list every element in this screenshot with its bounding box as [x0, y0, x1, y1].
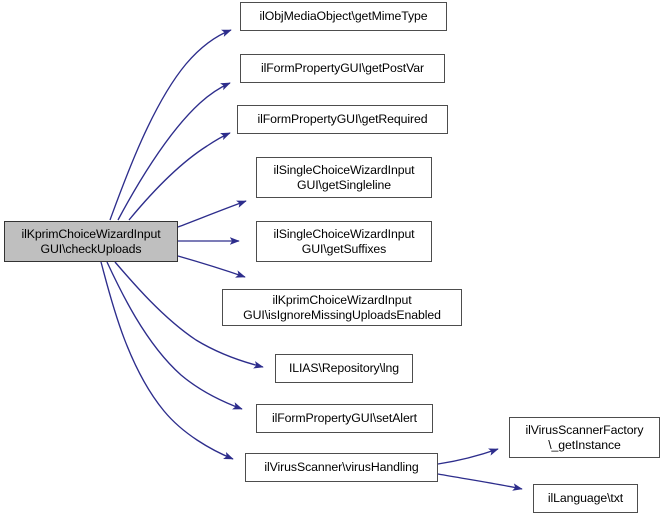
- call-edge-root-to-n4: [177, 200, 247, 228]
- callee-node-ilias-repository-lng[interactable]: ILIAS\Repository\lng: [275, 354, 413, 383]
- callee-node-ilformpropertygui-setalert[interactable]: ilFormPropertyGUI\setAlert: [256, 404, 433, 433]
- root-node-ilkprimchoicewizardinput-gui-checkuploads[interactable]: ilKprimChoiceWizardInput GUI\checkUpload…: [4, 221, 178, 262]
- node-label: ilFormPropertyGUI\setAlert: [272, 411, 417, 426]
- call-edge-root-to-n2: [117, 82, 231, 221]
- node-label: ilLanguage\txt: [547, 491, 624, 506]
- call-edge-root-to-n3: [128, 132, 231, 221]
- call-edge-n9-to-n10: [437, 448, 499, 465]
- callee-node-ilsinglechoicewizardinput-gui-getsingleline[interactable]: ilSingleChoiceWizardInput GUI\getSinglel…: [256, 157, 432, 198]
- node-label: ilSingleChoiceWizardInput GUI\getSuffixe…: [273, 227, 415, 256]
- callee-node-illanguage-txt[interactable]: ilLanguage\txt: [533, 484, 638, 513]
- call-edge-root-to-n6: [177, 255, 246, 278]
- callee-node-ilvirusscannerfactory-getinstance[interactable]: ilVirusScannerFactory \_getInstance: [509, 417, 660, 458]
- call-edge-root-to-n9: [100, 261, 234, 460]
- callee-node-ilkprimchoicewizardinput-gui-isignoremissinguploadsenabled[interactable]: ilKprimChoiceWizardInput GUI\isIgnoreMis…: [222, 289, 462, 326]
- node-label: ILIAS\Repository\lng: [288, 361, 400, 376]
- callee-node-ilformpropertygui-getrequired[interactable]: ilFormPropertyGUI\getRequired: [237, 105, 448, 134]
- node-label: ilVirusScannerFactory \_getInstance: [525, 423, 644, 452]
- call-edge-root-to-n8: [106, 261, 243, 410]
- node-label: ilFormPropertyGUI\getPostVar: [260, 61, 425, 76]
- node-label: ilKprimChoiceWizardInput GUI\checkUpload…: [21, 227, 161, 256]
- node-label: ilObjMediaObject\getMimeType: [259, 9, 428, 24]
- node-label: ilVirusScanner\virusHandling: [264, 460, 419, 475]
- callee-node-ilsinglechoicewizardinput-gui-getsuffixes[interactable]: ilSingleChoiceWizardInput GUI\getSuffixe…: [256, 221, 432, 262]
- callee-node-ilformpropertygui-getpostvar[interactable]: ilFormPropertyGUI\getPostVar: [240, 54, 445, 83]
- callee-node-ilvirusscanner-virushandling[interactable]: ilVirusScanner\virusHandling: [245, 453, 438, 482]
- call-edge-root-to-n1: [109, 29, 232, 221]
- node-label: ilSingleChoiceWizardInput GUI\getSinglel…: [273, 163, 415, 192]
- callee-node-ilobjmediaobject-getmimetype[interactable]: ilObjMediaObject\getMimeType: [240, 2, 447, 31]
- call-edge-n9-to-n11: [437, 473, 523, 491]
- node-label: ilFormPropertyGUI\getRequired: [257, 112, 428, 127]
- node-label: ilKprimChoiceWizardInput GUI\isIgnoreMis…: [243, 293, 441, 322]
